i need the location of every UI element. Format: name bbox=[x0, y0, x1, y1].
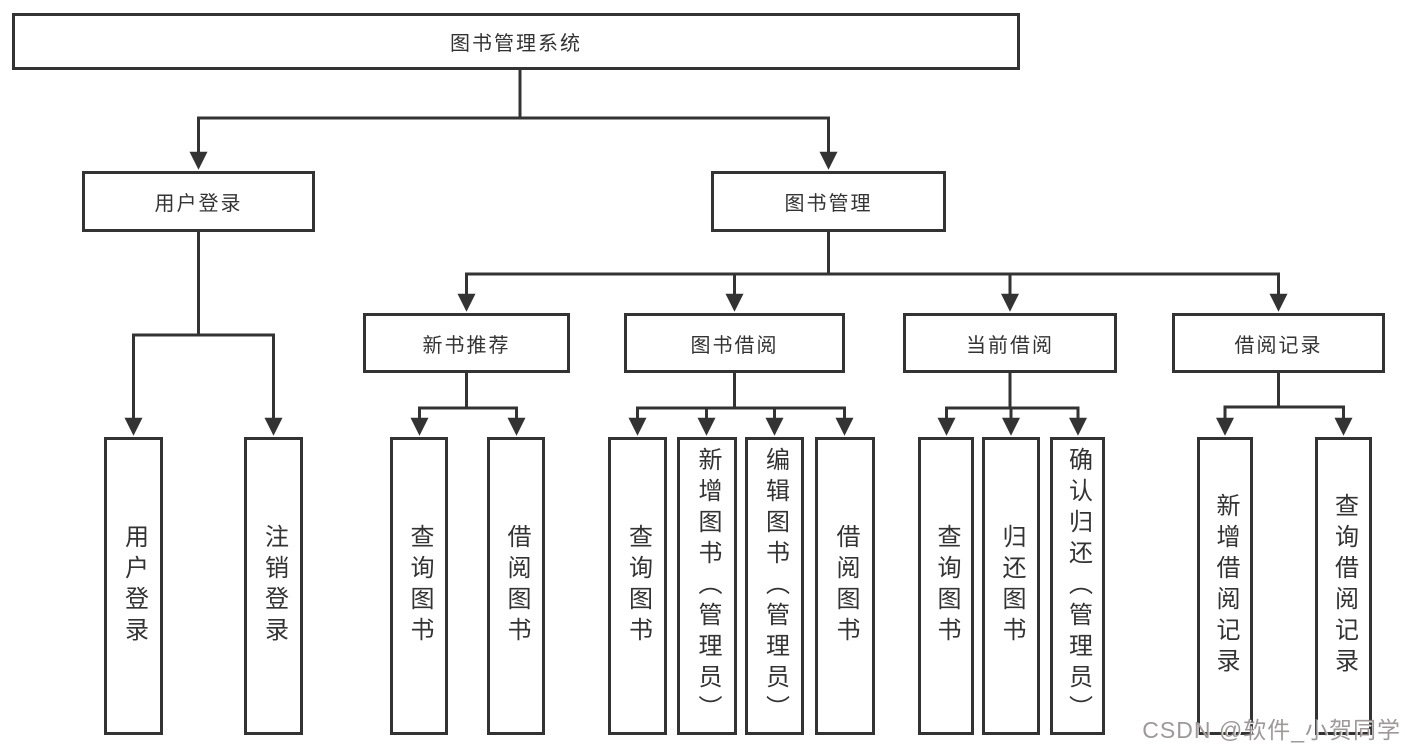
leaf-borrow-book-label: 借阅图书 bbox=[832, 524, 859, 648]
leaf-user-login: 用户登录 bbox=[104, 437, 163, 735]
leaf-borrow-book: 借阅图书 bbox=[815, 437, 875, 735]
leaf-query-book-recommend-label: 查询图书 bbox=[406, 524, 433, 648]
leaf-query-book-recommend: 查询图书 bbox=[390, 437, 448, 735]
leaf-add-book-admin: 新增图书（管理员） bbox=[677, 437, 737, 735]
node-user-login-label: 用户登录 bbox=[154, 193, 243, 215]
node-new-book-recommend-label: 新书推荐 bbox=[422, 334, 511, 357]
node-user-login: 用户登录 bbox=[82, 171, 315, 232]
root-node-label: 图书管理系统 bbox=[450, 33, 582, 55]
leaf-return-book-label: 归还图书 bbox=[998, 524, 1025, 648]
leaf-user-login-label: 用户登录 bbox=[120, 524, 148, 648]
node-book-management: 图书管理 bbox=[711, 171, 946, 232]
leaf-borrow-book-recommend-label: 借阅图书 bbox=[503, 524, 530, 648]
node-borrow-record-label: 借阅记录 bbox=[1234, 334, 1323, 357]
leaf-query-borrow-record-label: 查询借阅记录 bbox=[1330, 493, 1358, 679]
leaf-logout: 注销登录 bbox=[244, 437, 303, 735]
leaf-query-book-borrow-label: 查询图书 bbox=[624, 524, 652, 648]
leaf-return-book: 归还图书 bbox=[982, 437, 1040, 735]
leaf-add-borrow-record: 新增借阅记录 bbox=[1197, 437, 1253, 735]
node-current-borrow: 当前借阅 bbox=[903, 313, 1117, 373]
node-borrow-record: 借阅记录 bbox=[1172, 313, 1385, 373]
leaf-add-borrow-record-label: 新增借阅记录 bbox=[1212, 493, 1239, 679]
leaf-edit-book-admin-label: 编辑图书（管理员） bbox=[761, 446, 789, 726]
leaf-query-book-borrow: 查询图书 bbox=[608, 437, 667, 735]
leaf-add-book-admin-label: 新增图书（管理员） bbox=[694, 446, 721, 726]
leaf-query-borrow-record: 查询借阅记录 bbox=[1315, 437, 1372, 735]
leaf-confirm-return-admin: 确认归还（管理员） bbox=[1050, 437, 1105, 735]
leaf-query-book-current-label: 查询图书 bbox=[933, 524, 960, 648]
leaf-confirm-return-admin-label: 确认归还（管理员） bbox=[1064, 446, 1092, 726]
leaf-borrow-book-recommend: 借阅图书 bbox=[487, 437, 545, 735]
node-book-borrow: 图书借阅 bbox=[624, 313, 845, 373]
node-book-borrow-label: 图书借阅 bbox=[690, 334, 779, 357]
leaf-query-book-current: 查询图书 bbox=[918, 437, 974, 735]
node-current-borrow-label: 当前借阅 bbox=[966, 334, 1054, 357]
watermark: CSDN @软件_小贺同学 bbox=[1142, 717, 1401, 743]
leaf-edit-book-admin: 编辑图书（管理员） bbox=[745, 437, 804, 735]
node-new-book-recommend: 新书推荐 bbox=[363, 313, 570, 373]
root-node-library-system: 图书管理系统 bbox=[12, 13, 1020, 70]
node-book-management-label: 图书管理 bbox=[784, 193, 873, 215]
leaf-logout-label: 注销登录 bbox=[260, 524, 288, 648]
